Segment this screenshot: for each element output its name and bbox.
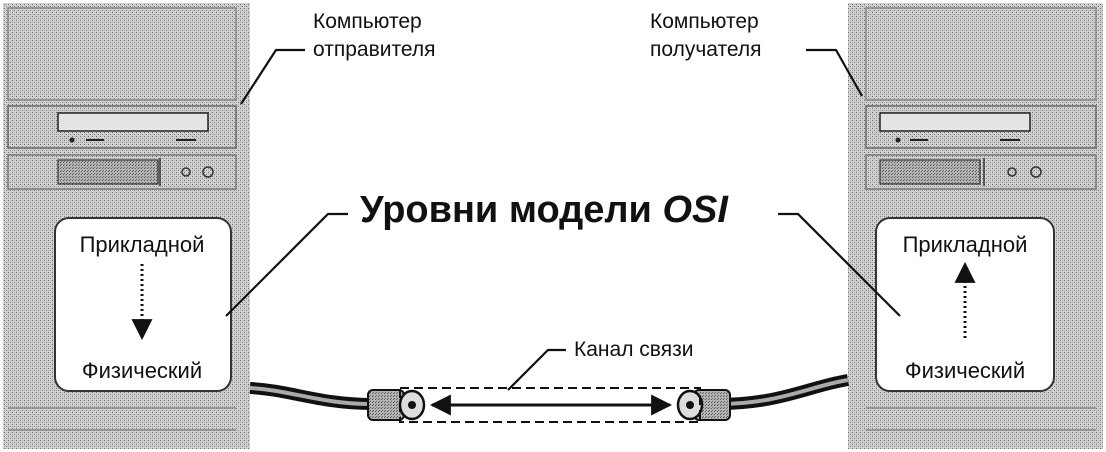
receiver-leader-line (806, 48, 863, 97)
channel-leader-line (507, 348, 566, 391)
receiver-layer-top-label: Прикладной (903, 232, 1028, 257)
diagram-title-emphasis: OSI (662, 189, 729, 231)
diagram-title: Уровни модели OSI (360, 189, 729, 231)
receiver-label-line2: получателя (650, 38, 762, 61)
receiver-layer-bottom-label: Физический (905, 358, 1025, 383)
network-cable (249, 374, 849, 423)
title-leader-left (225, 212, 348, 317)
sender-label-line2: отправителя (313, 38, 435, 61)
diagram-title-text: Уровни модели (360, 189, 662, 231)
receiver-layer-panel (875, 217, 1055, 392)
sender-layer-bottom-label: Физический (82, 358, 202, 383)
title-leader-right (778, 212, 901, 317)
sender-label-line1: Компьютер (313, 10, 422, 33)
channel-label: Канал связи (574, 338, 693, 361)
channel-dashed-box (399, 387, 701, 423)
sender-leader-line (240, 48, 305, 105)
receiver-computer (848, 3, 1103, 449)
receiver-label-line1: Компьютер (650, 10, 759, 33)
sender-computer (3, 3, 250, 449)
sender-layer-top-label: Прикладной (80, 232, 205, 257)
left-connector (367, 389, 405, 421)
